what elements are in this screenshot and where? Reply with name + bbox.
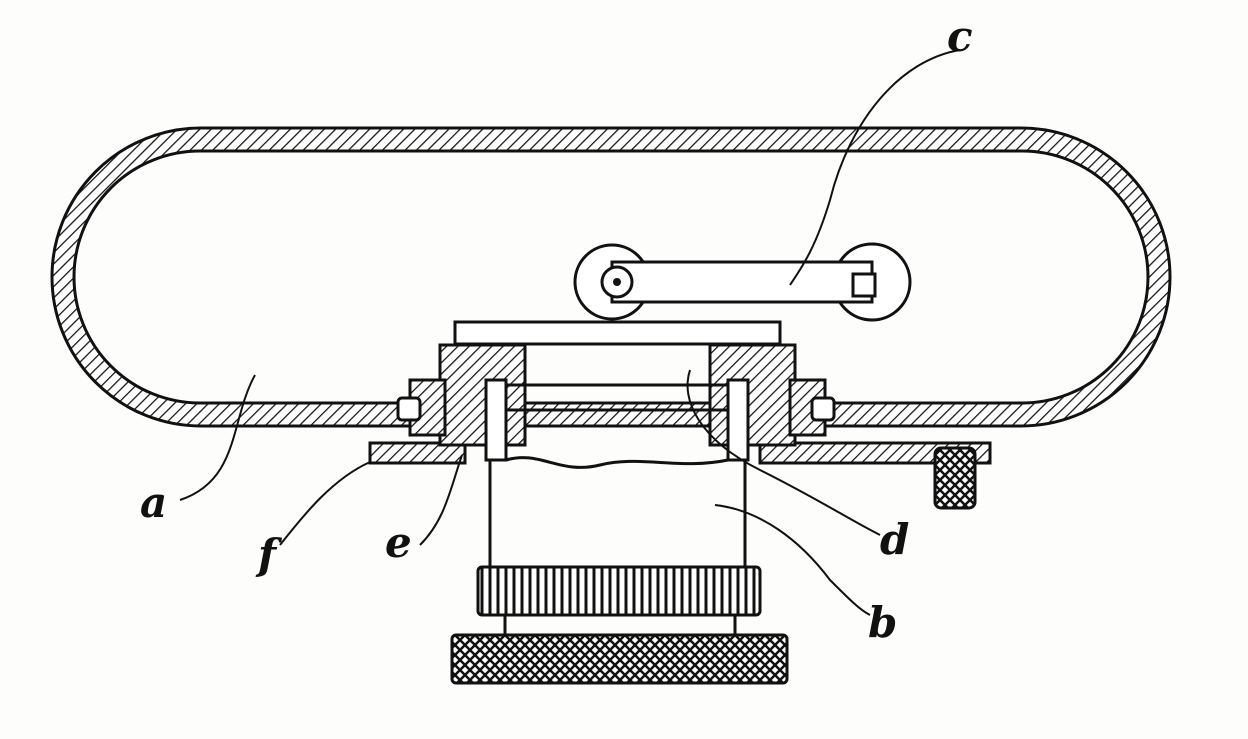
lever-c — [573, 242, 912, 322]
knurled-knob — [450, 633, 789, 685]
label-d: d — [880, 515, 910, 564]
plate-f — [368, 441, 992, 510]
lens-mount — [396, 320, 836, 462]
screw-knob — [933, 446, 977, 510]
focus-ring — [476, 565, 762, 617]
label-b: b — [868, 598, 898, 647]
label-f: f — [258, 530, 277, 579]
lens-barrel-b — [450, 456, 789, 685]
label-c: c — [947, 12, 973, 61]
label-a: a — [140, 478, 168, 527]
label-e: e — [385, 518, 412, 567]
leader-lines — [179, 49, 961, 616]
